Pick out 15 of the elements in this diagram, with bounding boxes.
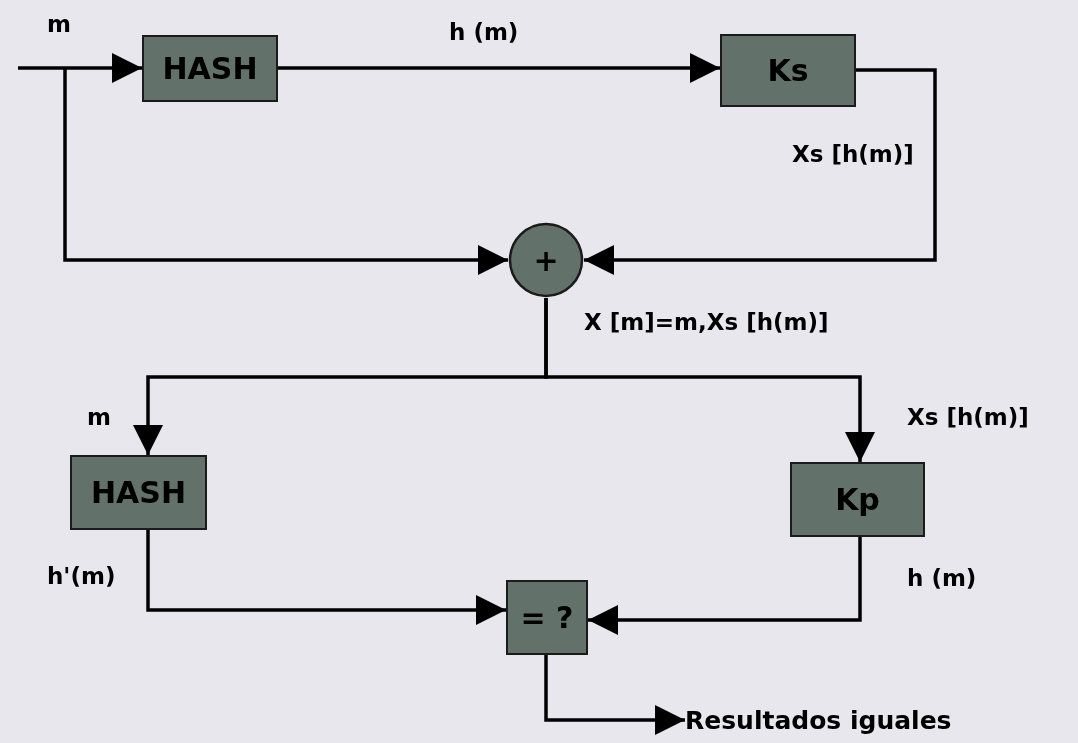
- key-box: Ks: [720, 34, 856, 107]
- compare-box: = ?: [506, 580, 588, 655]
- arrow: [18, 53, 142, 83]
- operator-symbol: +: [533, 242, 559, 278]
- hash-box: HASH: [70, 455, 207, 530]
- arrow: [63, 68, 508, 275]
- arrow: [544, 298, 875, 462]
- hash-box: HASH: [142, 35, 278, 102]
- arrow: [544, 655, 685, 735]
- arrow: [278, 53, 720, 83]
- result-text: Resultados iguales: [685, 702, 1025, 738]
- arrow: [584, 68, 937, 275]
- arrow: [588, 537, 862, 635]
- key-box: Kp: [790, 462, 925, 537]
- arrow: [146, 530, 506, 625]
